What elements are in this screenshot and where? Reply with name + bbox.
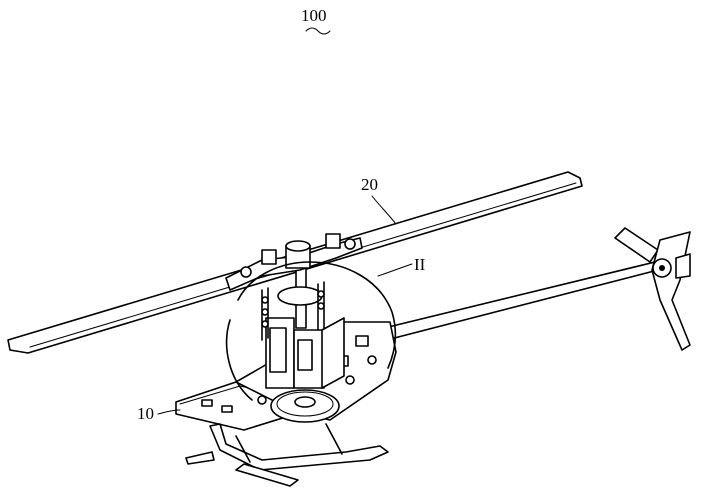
label-rotor-blades: 20 <box>361 175 378 194</box>
tail-assembly <box>614 227 691 351</box>
leader-frame <box>157 409 181 415</box>
swashplate <box>261 281 325 341</box>
leader-detail-region <box>377 263 413 277</box>
rotor-head <box>225 233 363 291</box>
label-frame: 10 <box>137 404 154 423</box>
leader-rotor-blades <box>371 195 397 225</box>
figure-number-label: 100 <box>301 6 327 25</box>
detail-circle <box>225 261 397 401</box>
main-gear <box>270 389 340 423</box>
servo-block <box>265 317 345 389</box>
label-detail-region: II <box>414 255 426 274</box>
figure-number-tilde <box>305 27 331 35</box>
landing-gear <box>185 423 389 487</box>
